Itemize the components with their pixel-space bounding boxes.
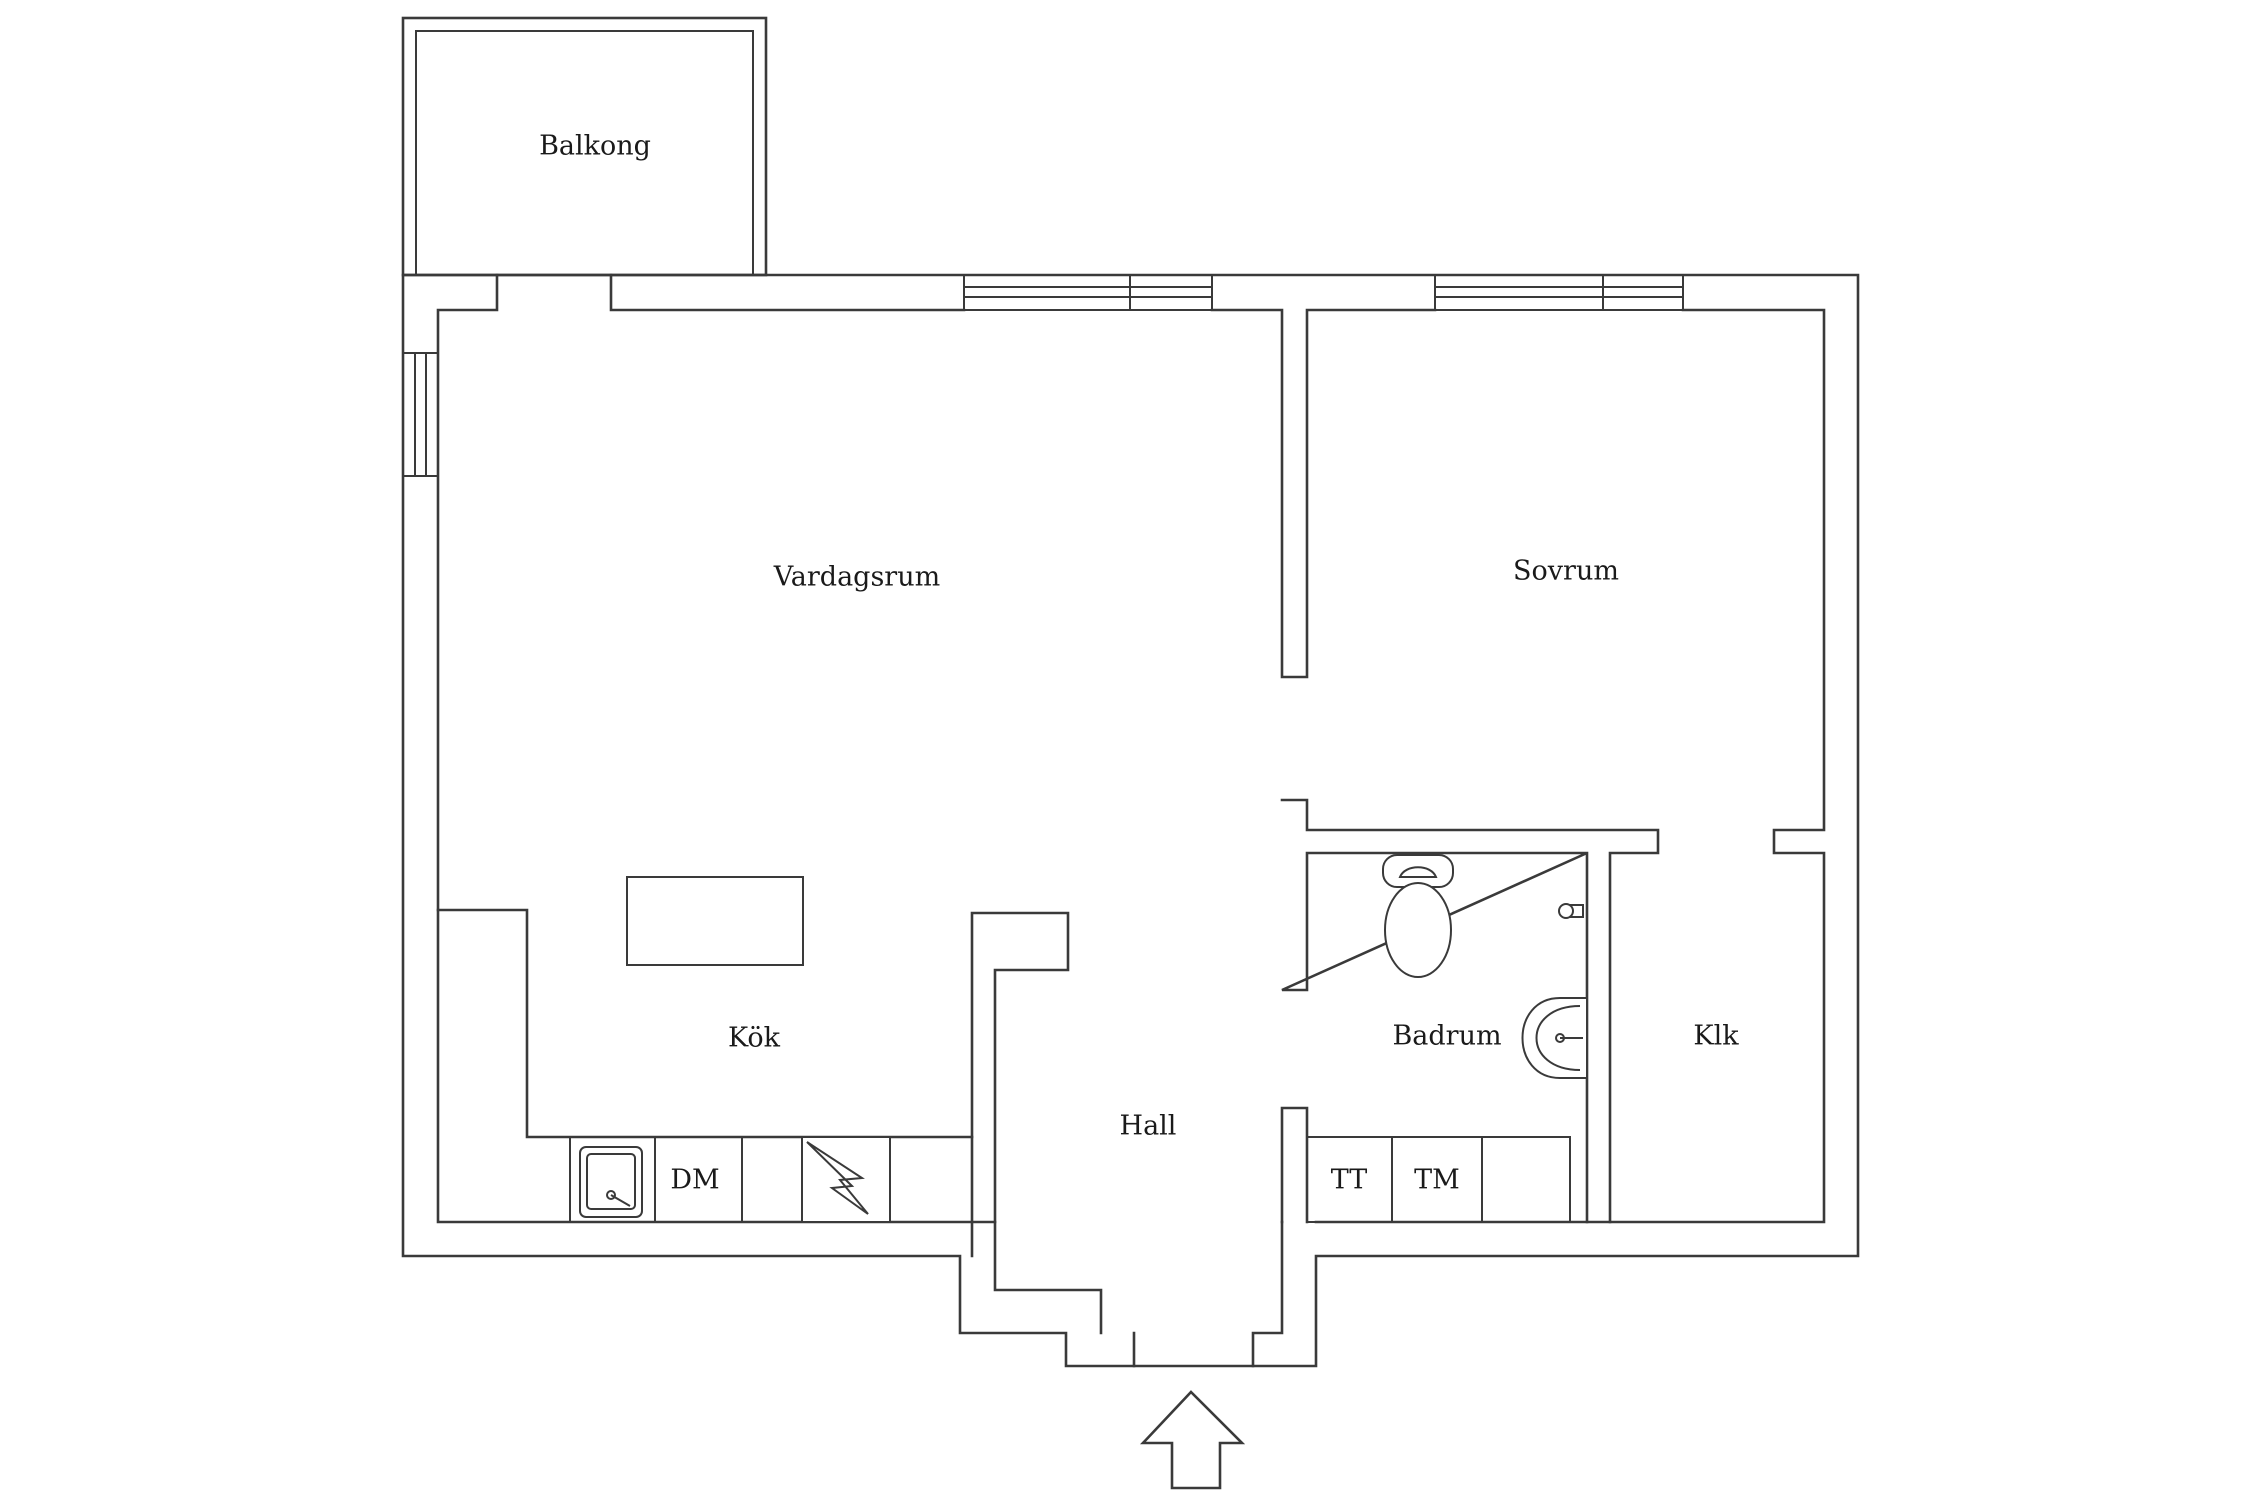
room-label-hall: Hall <box>1120 1111 1177 1142</box>
laundry-counter <box>1306 1136 1571 1223</box>
room-label-klk: Klk <box>1693 1021 1739 1052</box>
inner-wall <box>436 273 1826 1224</box>
room-label-sovrum: Sovrum <box>1513 556 1619 587</box>
toilet-icon <box>1382 854 1454 978</box>
room-label-badrum: Badrum <box>1392 1021 1501 1052</box>
tap-icon <box>1558 903 1584 919</box>
room-label-balkong: Balkong <box>539 131 651 162</box>
washbasin-icon <box>1521 997 1588 1079</box>
hall-entrance <box>970 911 1284 1368</box>
appliance-label-dm: DM <box>670 1165 719 1196</box>
appliance-label-tt: TT <box>1331 1165 1368 1196</box>
kitchen <box>436 876 974 1223</box>
kitchen-sink-icon <box>579 1146 643 1218</box>
window-top-left <box>963 274 1213 311</box>
window-left <box>402 352 439 477</box>
window-top-right <box>1434 274 1684 311</box>
room-label-kok: Kök <box>728 1023 781 1054</box>
outer-wall <box>401 273 1860 1368</box>
room-label-vardagsrum: Vardagsrum <box>773 562 940 593</box>
kitchen-island <box>626 876 804 966</box>
bathroom-lower-wall <box>1280 1106 1309 1224</box>
bathroom-walls <box>1280 798 1660 1224</box>
entrance-arrow-icon <box>1139 1390 1246 1490</box>
stove-icon <box>801 1136 891 1223</box>
appliance-label-tm: TM <box>1414 1165 1460 1196</box>
